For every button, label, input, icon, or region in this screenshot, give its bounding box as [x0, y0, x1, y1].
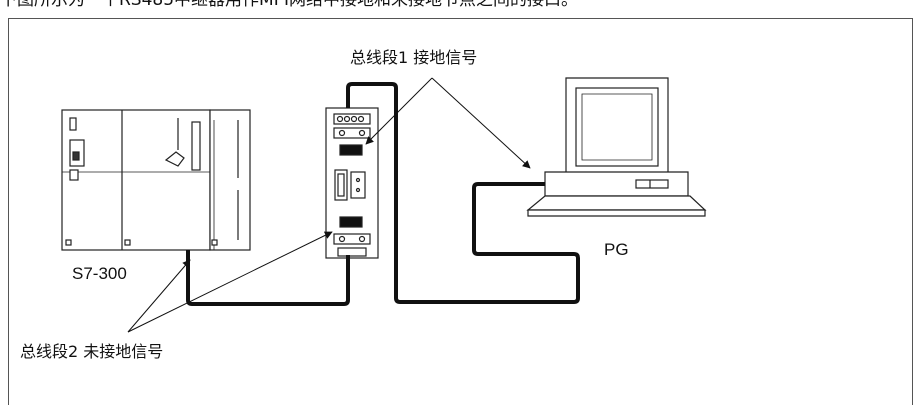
pg-label: PG [604, 240, 629, 259]
cables [186, 82, 580, 306]
s7-300-plc [61, 109, 251, 251]
arrow-to-pg [431, 77, 531, 169]
bus-segment-2-label: 总线段2 未接地信号 [20, 342, 164, 361]
cable-segment-2 [186, 250, 350, 306]
arrow-to-repeater-ungrounded [127, 231, 333, 333]
figure-caption: 下图所示为一个RS485中继器用作MPI网络中接地和未接地节点之间的接口。 [0, 0, 578, 10]
rs485-repeater [325, 107, 379, 259]
bus-segment-1-label: 总线段1 接地信号 [350, 48, 478, 67]
plc-main-module [61, 109, 211, 251]
cable-segment-1 [346, 82, 580, 304]
arrow-to-plc [127, 259, 191, 333]
annotation-arrows [127, 77, 531, 333]
pg-computer [526, 77, 707, 217]
arrow-to-repeater-grounded [365, 77, 433, 145]
keyboard [526, 195, 707, 211]
s7-300-label: S7-300 [72, 264, 127, 283]
diagram-frame [8, 18, 913, 405]
